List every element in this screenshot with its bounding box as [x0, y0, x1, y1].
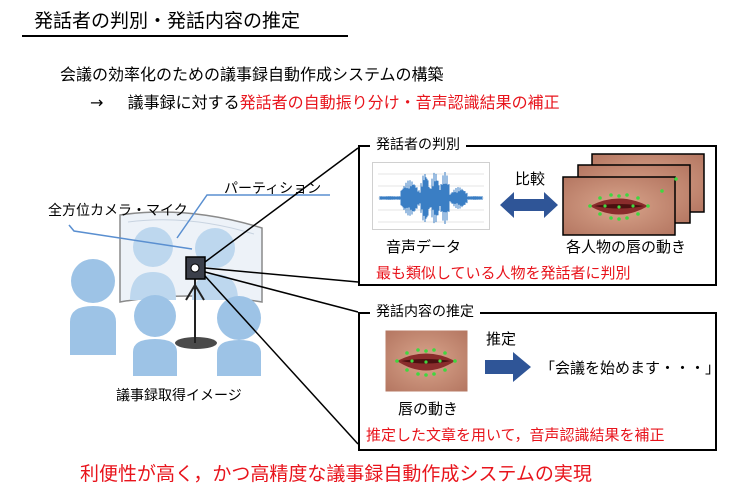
lips-image [385, 330, 468, 392]
speaker-result: 最も類似している人物を発話者に判別 [376, 264, 631, 282]
camera-stand [175, 277, 217, 349]
intro-prefix: 議事録に対する [127, 93, 240, 112]
estimate-arrow-icon [485, 352, 531, 382]
content-box-title: 発話内容の推定 [370, 301, 480, 321]
content-lips-label: 唇の動き [398, 400, 459, 418]
camera-mic-label: 全方位カメラ・マイク [48, 203, 188, 219]
compare-label: 比較 [515, 170, 546, 188]
conclusion: 利便性が高く，かつ高精度な議事録自動作成システムの実現 [80, 463, 592, 485]
illustration-caption: 議事録取得イメージ [116, 388, 242, 404]
camera-fan-lines [204, 147, 359, 445]
intro-line-1: 会議の効率化のための議事録自動作成システムの構築 [60, 65, 444, 84]
camera-icon [185, 256, 206, 280]
audio-waveform-chart [372, 162, 490, 230]
people-front [70, 259, 261, 376]
estimate-label: 推定 [486, 330, 517, 348]
speaker-box-title: 発話者の判別 [370, 134, 466, 154]
lips-movement-label: 各人物の唇の動き [566, 238, 687, 256]
waveform [379, 172, 483, 224]
lips-stack-image [562, 153, 705, 236]
content-result: 推定した文章を用いて，音声認識結果を補正 [366, 426, 665, 444]
camera-callout [68, 224, 193, 250]
intro-arrow: → [90, 93, 104, 112]
partition-label: パーティション [224, 181, 322, 197]
compare-arrow-icon [500, 192, 558, 218]
title-underline [22, 35, 348, 37]
partition-callout [176, 194, 330, 239]
audio-data-label: 音声データ [386, 238, 462, 256]
intro-line-2: → 議事録に対する発話者の自動振り分け・音声認識結果の補正 [90, 89, 560, 113]
intro-highlight: 発話者の自動振り分け・音声認識結果の補正 [239, 93, 560, 112]
page-title: 発話者の判別・発話内容の推定 [34, 10, 301, 32]
estimated-text: 「会議を始めます・・・」 [540, 359, 721, 377]
